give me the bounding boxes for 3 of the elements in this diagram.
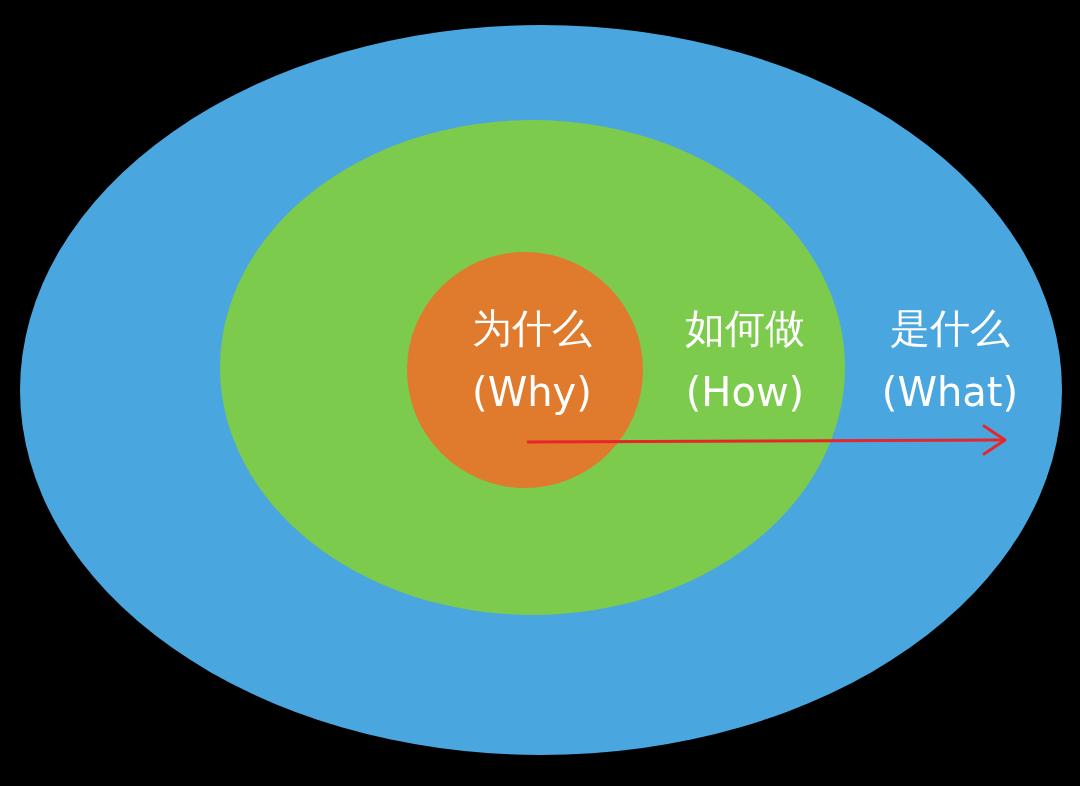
ring-label: 是什么 (What) (880, 304, 1020, 417)
ring-label: 为什么 (Why) (471, 304, 593, 417)
ring-label: 如何做 (How) (684, 304, 806, 417)
